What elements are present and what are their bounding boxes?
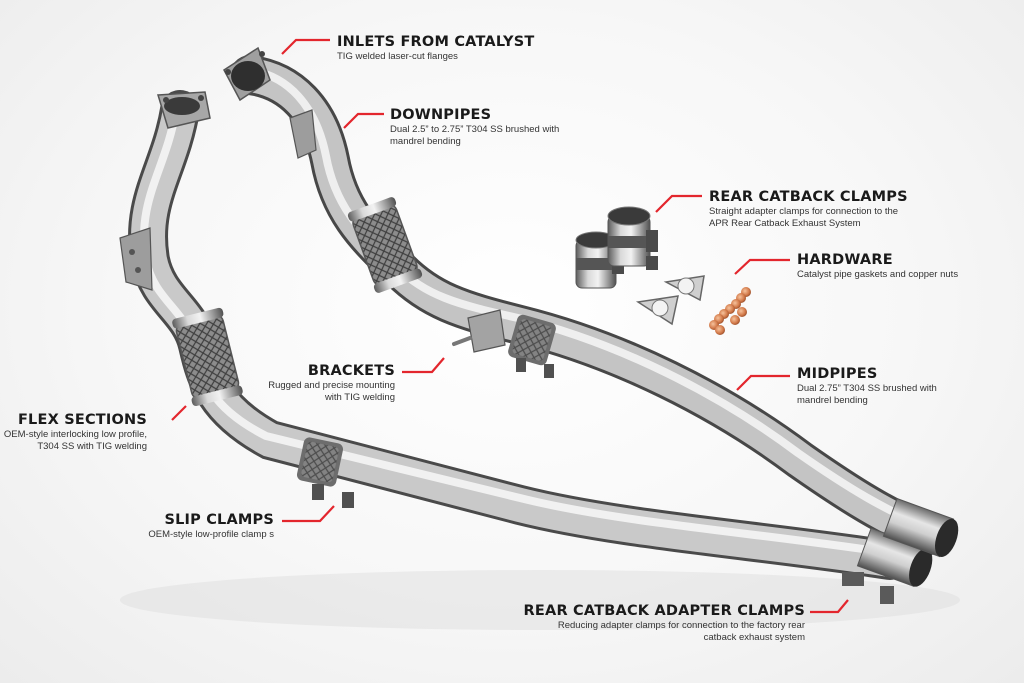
callout-midpipes-desc: Dual 2.75” T304 SS brushed with mandrel … (797, 383, 937, 406)
rear-catback-adapter-clamps (842, 497, 959, 604)
callout-hardware: HARDWARE Catalyst pipe gaskets and coppe… (797, 252, 958, 281)
callout-slip-clamps-title: SLIP CLAMPS (164, 512, 274, 528)
callout-downpipes-title: DOWNPIPES (390, 107, 492, 123)
callout-inlets-desc: TIG welded laser-cut flanges (337, 51, 458, 62)
front-bracket (119, 227, 153, 291)
hardware-copper-nuts (709, 287, 751, 335)
loose-clamp-2 (607, 206, 658, 270)
callout-hardware-title: HARDWARE (797, 252, 893, 268)
callout-midpipes-title: MIDPIPES (797, 366, 878, 382)
callout-slip-clamps: SLIP CLAMPS OEM-style low-profile clamp … (148, 512, 274, 541)
front-slip-clamp (296, 437, 354, 508)
rear-slip-clamp (508, 314, 556, 378)
callout-midpipes: MIDPIPES Dual 2.75” T304 SS brushed with… (797, 366, 937, 406)
front-flex-section (172, 307, 243, 407)
callout-flex-sections-desc: OEM-style interlocking low profile, T304… (3, 429, 147, 452)
callout-rear-adapter-clamps: REAR CATBACK ADAPTER CLAMPS Reducing ada… (524, 603, 805, 643)
callout-downpipes-desc: Dual 2.5” to 2.75” T304 SS brushed with … (390, 124, 560, 147)
callout-brackets: BRACKETS Rugged and precise mounting wit… (268, 363, 395, 403)
callout-flex-sections: FLEX SECTIONS OEM-style interlocking low… (4, 412, 147, 452)
rear-flex-section (347, 197, 423, 293)
rear-catback-clamps-loose (575, 206, 658, 289)
rear-downpipe (223, 46, 950, 555)
callout-flex-sections-title: FLEX SECTIONS (17, 412, 147, 428)
callout-rear-catback-clamps: REAR CATBACK CLAMPS Straight adapter cla… (709, 189, 908, 229)
callout-brackets-title: BRACKETS (307, 363, 395, 379)
callout-brackets-desc: Rugged and precise mounting with TIG wel… (268, 380, 395, 403)
callout-inlets-title: INLETS FROM CATALYST (337, 34, 535, 50)
callout-hardware-desc: Catalyst pipe gaskets and copper nuts (797, 269, 959, 280)
hardware-gaskets (635, 275, 705, 326)
center-bracket (452, 309, 506, 353)
callout-leaders (171, 38, 849, 614)
callout-rear-catback-clamps-title: REAR CATBACK CLAMPS (709, 189, 908, 205)
callout-rear-catback-clamps-desc: Straight adapter clamps for connection t… (709, 206, 899, 229)
rear-inlet-flange (223, 46, 271, 102)
callout-rear-adapter-clamps-title: REAR CATBACK ADAPTER CLAMPS (523, 603, 805, 619)
callout-slip-clamps-desc: OEM-style low-profile clamp s (148, 529, 274, 540)
front-inlet-flange (157, 91, 211, 129)
front-downpipe (119, 90, 910, 580)
callout-downpipes: DOWNPIPES Dual 2.5” to 2.75” T304 SS bru… (390, 107, 559, 147)
callout-rear-adapter-clamps-desc: Reducing adapter clamps for connection t… (557, 620, 805, 643)
callout-inlets: INLETS FROM CATALYST TIG welded laser-cu… (337, 34, 534, 63)
